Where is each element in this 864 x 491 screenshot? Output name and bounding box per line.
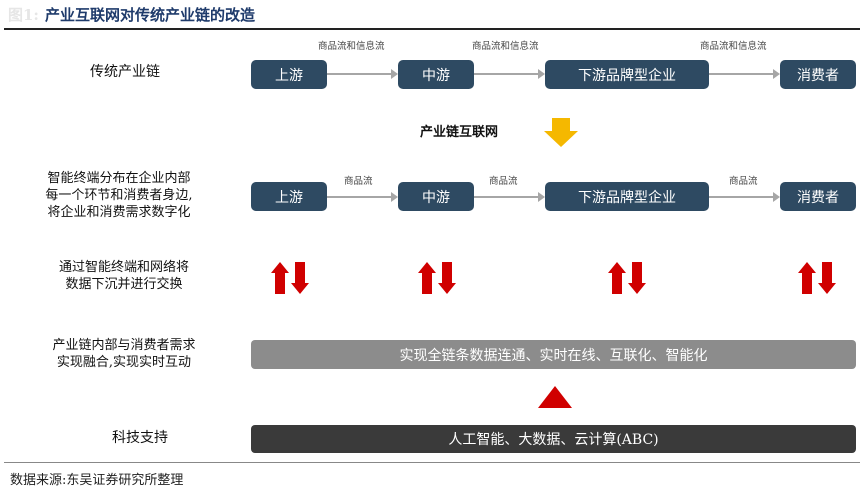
label-line: 数据下沉并进行交换 (65, 277, 183, 292)
transform-label: 产业链互联网 (420, 125, 499, 140)
source-note: 数据来源:东吴证券研究所整理 (10, 473, 184, 488)
title-text: 产业互联网对传统产业链的改造 (44, 6, 255, 24)
arrow-connector (474, 69, 545, 79)
page-title: 图1: 产业互联网对传统产业链的改造 (8, 4, 255, 25)
up-down-arrows-icon (608, 262, 646, 294)
flow-label: 商品流和信息流 (318, 41, 385, 52)
node-consumer: 消费者 (780, 182, 856, 211)
label-line: 每一个环节和消费者身边, (45, 188, 193, 203)
label-line: 将企业和消费需求数字化 (47, 205, 191, 220)
up-down-arrows-icon (418, 262, 456, 294)
up-down-arrows-icon (271, 262, 309, 294)
label-line: 智能终端分布在企业内部 (47, 171, 191, 186)
arrow-connector (709, 69, 780, 79)
node-upstream: 上游 (251, 60, 327, 89)
node-midstream: 中游 (398, 182, 474, 211)
arrow-connector (327, 69, 398, 79)
label-line: 产业链内部与消费者需求 (52, 338, 196, 353)
node-upstream: 上游 (251, 182, 327, 211)
up-triangle-icon (538, 386, 572, 408)
flow-label: 商品流和信息流 (472, 41, 539, 52)
node-midstream: 中游 (398, 60, 474, 89)
footer-rule (4, 462, 860, 463)
tech-bar: 人工智能、大数据、云计算(ABC) (251, 425, 856, 453)
down-arrow-icon (544, 118, 578, 147)
tech-label: 科技支持 (112, 430, 168, 446)
node-downstream: 下游品牌型企业 (545, 60, 709, 89)
flow-label: 商品流和信息流 (700, 41, 767, 52)
flow-label: 商品流 (344, 176, 373, 187)
arrow-connector (474, 192, 545, 202)
node-consumer: 消费者 (780, 60, 856, 89)
fusion-label: 产业链内部与消费者需求 实现融合,实现实时互动 (14, 337, 234, 371)
fusion-bar: 实现全链条数据连通、实时在线、互联化、智能化 (251, 340, 856, 369)
traditional-label: 传统产业链 (90, 64, 160, 80)
up-down-arrows-icon (798, 262, 836, 294)
flow-label: 商品流 (489, 176, 518, 187)
arrow-connector (327, 192, 398, 202)
node-downstream: 下游品牌型企业 (545, 182, 709, 211)
exchange-label: 通过智能终端和网络将 数据下沉并进行交换 (14, 259, 234, 293)
smart-label: 智能终端分布在企业内部 每一个环节和消费者身边, 将企业和消费需求数字化 (14, 170, 224, 221)
label-line: 实现融合,实现实时互动 (56, 355, 192, 370)
arrow-connector (709, 192, 780, 202)
title-rule (4, 28, 860, 30)
label-line: 通过智能终端和网络将 (58, 260, 189, 275)
figure-number: 图1: (8, 6, 39, 24)
flow-label: 商品流 (729, 176, 758, 187)
